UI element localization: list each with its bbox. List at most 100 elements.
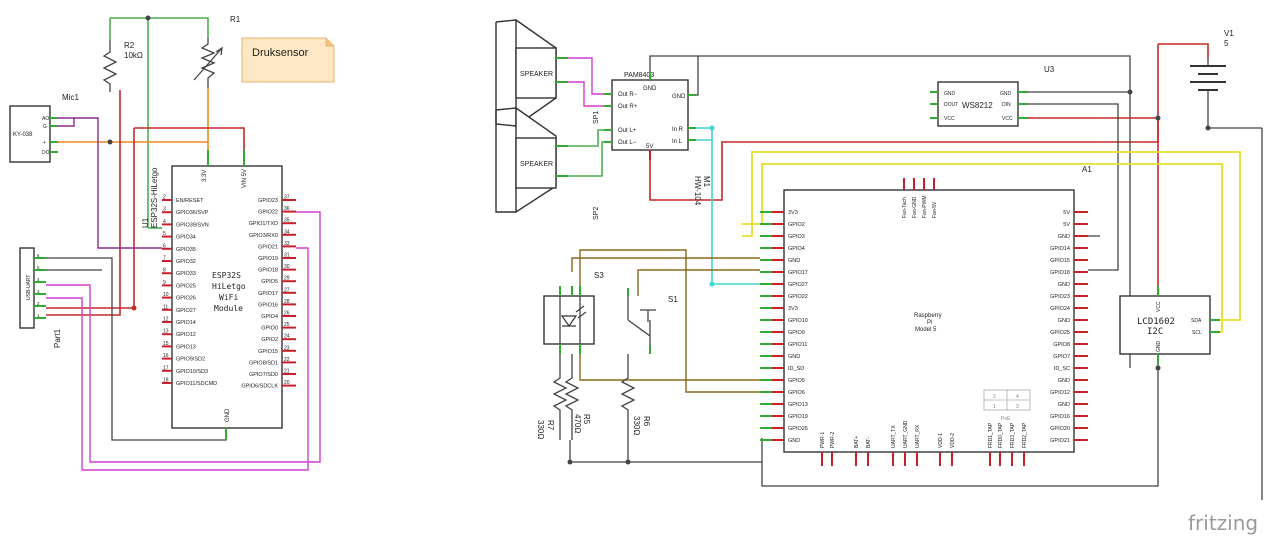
esp32-title-3: WiFi (219, 293, 238, 302)
esp32-title-2: HiLetgo (212, 282, 246, 291)
resistor-r2[interactable]: R2 10kΩ (102, 40, 143, 92)
esp32-left-pin-name: GPIO10/SD3 (176, 369, 208, 375)
sp1-ref: SP1 (593, 111, 600, 124)
part1-pin-num: 2 (37, 301, 40, 306)
pi-left-pin-name: GND (788, 258, 800, 264)
switch-s3[interactable]: S3 (543, 271, 604, 354)
esp32-left-pin-name: GPIO33 (176, 271, 196, 277)
esp32-top-pin-vin: VIN 5V (242, 169, 248, 188)
esp32-left-pin-name: GPIO39/SVN (176, 222, 209, 228)
pi-left-pin-name: GPIO5 (788, 378, 805, 384)
esp32-right-pin-num: 25 (284, 322, 290, 328)
esp32-left-pin-num: 5 (163, 231, 166, 237)
pi-right-pin-name: GPIO7 (1053, 354, 1070, 360)
resistor-r5[interactable]: R5 470Ω (564, 354, 591, 440)
ws-right-gnd: GND (1000, 91, 1012, 97)
r6-ref: R6 (642, 416, 651, 427)
mic1-pin-do: DO (42, 150, 50, 156)
raspberry-pi-5[interactable]: A1 Raspberry Pi Model 5 3V3GPIO2GPIO3GPI… (760, 165, 1092, 466)
note-druksensor[interactable]: Druksensor (241, 37, 335, 83)
esp32-gnd-pin: GND (225, 408, 231, 422)
pi-right-pins: 5V5VGNDGPIO14GPIO15GPIO18GNDGPIO23GPIO24… (1050, 210, 1088, 444)
mic1-ref: Mic1 (62, 93, 79, 102)
pi-name-2: Pi (927, 320, 932, 326)
esp32-right-pin-name: GPIO3/RX0 (249, 233, 278, 239)
ws-left-gnd: GND (944, 91, 956, 97)
pi-right-pin-name: GND (1058, 318, 1070, 324)
esp32-left-pin-num: 4 (163, 219, 166, 225)
esp32-left-pin-num: 13 (163, 329, 169, 335)
junction-dots (107, 15, 1211, 465)
v1-ref: V1 (1224, 29, 1234, 38)
resistor-r6[interactable]: R6 330Ω (620, 354, 651, 440)
esp32-right-pin-name: GPIO0 (261, 326, 278, 332)
resistor-r7[interactable]: R7 330Ω (536, 354, 568, 440)
r7-value: 330Ω (536, 420, 545, 439)
pi-left-pin-name: GPIO10 (788, 318, 808, 324)
esp32-left-pin-name: EN/RESET (176, 198, 204, 204)
pi-bottom-pin-name: BAT- (866, 437, 872, 448)
esp32-right-pin-num: 37 (284, 195, 290, 201)
esp32-module[interactable]: 3.3V VIN 5V GND ESP32S HiLetgo WiFi Modu… (141, 150, 296, 440)
pi-bottom-pin-name: FRD3_TAP (1010, 422, 1016, 448)
speaker-2[interactable]: SPEAKER (495, 106, 568, 214)
pi-left-pin-name: GPIO2 (788, 222, 805, 228)
esp32-right-pin-num: 24 (284, 334, 290, 340)
pi-left-pin-name: 3V3 (788, 306, 798, 312)
pi-fan-pin-name: Fan-Tach (902, 197, 908, 218)
lcd-pin-gnd: GND (1156, 341, 1162, 353)
amp-pam8403[interactable]: PAM8403 GND GND 5V Out R− Out R+ Out L+ … (604, 72, 696, 160)
esp32-left-pin-name: GPIO9/SD2 (176, 357, 205, 363)
part1-pin-num: 6 (37, 253, 40, 258)
esp32-right-pin-name: GPIO6/SDCLK (241, 384, 278, 390)
pi-right-pin-name: GPIO15 (1050, 258, 1070, 264)
part1-pin-num: 4 (37, 277, 40, 282)
lcd1602-i2c[interactable]: LCD1602 I2C VCC SDA SCL GND (1119, 286, 1220, 364)
esp32-right-pin-num: 33 (284, 241, 290, 247)
esp32-left-pin-num: 2 (163, 195, 166, 201)
esp32-right-pin-num: 22 (284, 357, 290, 363)
part1-pin-num: 3 (37, 289, 40, 294)
speaker-1[interactable]: SPEAKER (495, 18, 568, 128)
esp32-right-pin-name: GPIO18 (258, 268, 278, 274)
r7-ref: R7 (546, 420, 555, 431)
lcd-pin-vcc: VCC (1156, 301, 1162, 312)
amp-pin-outr-plus: Out R+ (618, 104, 638, 110)
v1-value: 5 (1224, 39, 1229, 48)
esp32-left-pin-name: GPIO11/SDCMD (176, 381, 217, 387)
battery-v1[interactable]: V1 5 (1190, 29, 1234, 98)
ws-part: WS8212 (962, 101, 993, 110)
potentiometer-r1[interactable]: R1 (193, 15, 241, 88)
esp32-right-pin-name: GPIO17 (258, 291, 278, 297)
pi-right-pin-name: GPIO25 (1050, 330, 1070, 336)
pi-right-pin-name: GPIO21 (1050, 438, 1070, 444)
ws-left-dout: DOUT (944, 102, 958, 108)
ws8212-module[interactable]: WS8212 U3 GND DOUT VCC GND DIN VCC (930, 65, 1055, 127)
speaker-2-label: SPEAKER (520, 161, 553, 168)
pi-left-pin-name: GPIO19 (788, 414, 808, 420)
pi-bottom-pin-name: BAT+ (854, 436, 860, 448)
pi-right-pin-name: GND (1058, 234, 1070, 240)
pi-right-pin-name: GPIO16 (1050, 414, 1070, 420)
pi-right-pin-name: GPIO23 (1050, 294, 1070, 300)
amp-pin-outl-minus: Out L− (618, 140, 637, 146)
mic1-module[interactable]: Mic1 KY-038 AO G + DO (9, 93, 79, 163)
esp32-title-1: ESP32S (212, 271, 241, 280)
pi-right-pin-name: 5V (1063, 222, 1070, 228)
sp2-ref: SP2 (593, 207, 600, 220)
esp32-right-pin-num: 21 (284, 369, 290, 375)
amp-gnd-right: GND (672, 94, 686, 100)
poe-pin-1: 1 (993, 404, 996, 410)
ws-right-vcc: VCC (1002, 116, 1013, 122)
esp32-title-4: Module (214, 304, 243, 313)
esp32-left-pin-num: 10 (163, 292, 169, 298)
pi-left-pin-name: 3V3 (788, 210, 798, 216)
esp32-left-pin-name: GPIO25 (176, 283, 196, 289)
pi-bottom-pin-name: FRD0_TAP (998, 422, 1004, 448)
amp-5v: 5V (646, 144, 653, 150)
switch-s1[interactable]: S1 (627, 288, 678, 354)
